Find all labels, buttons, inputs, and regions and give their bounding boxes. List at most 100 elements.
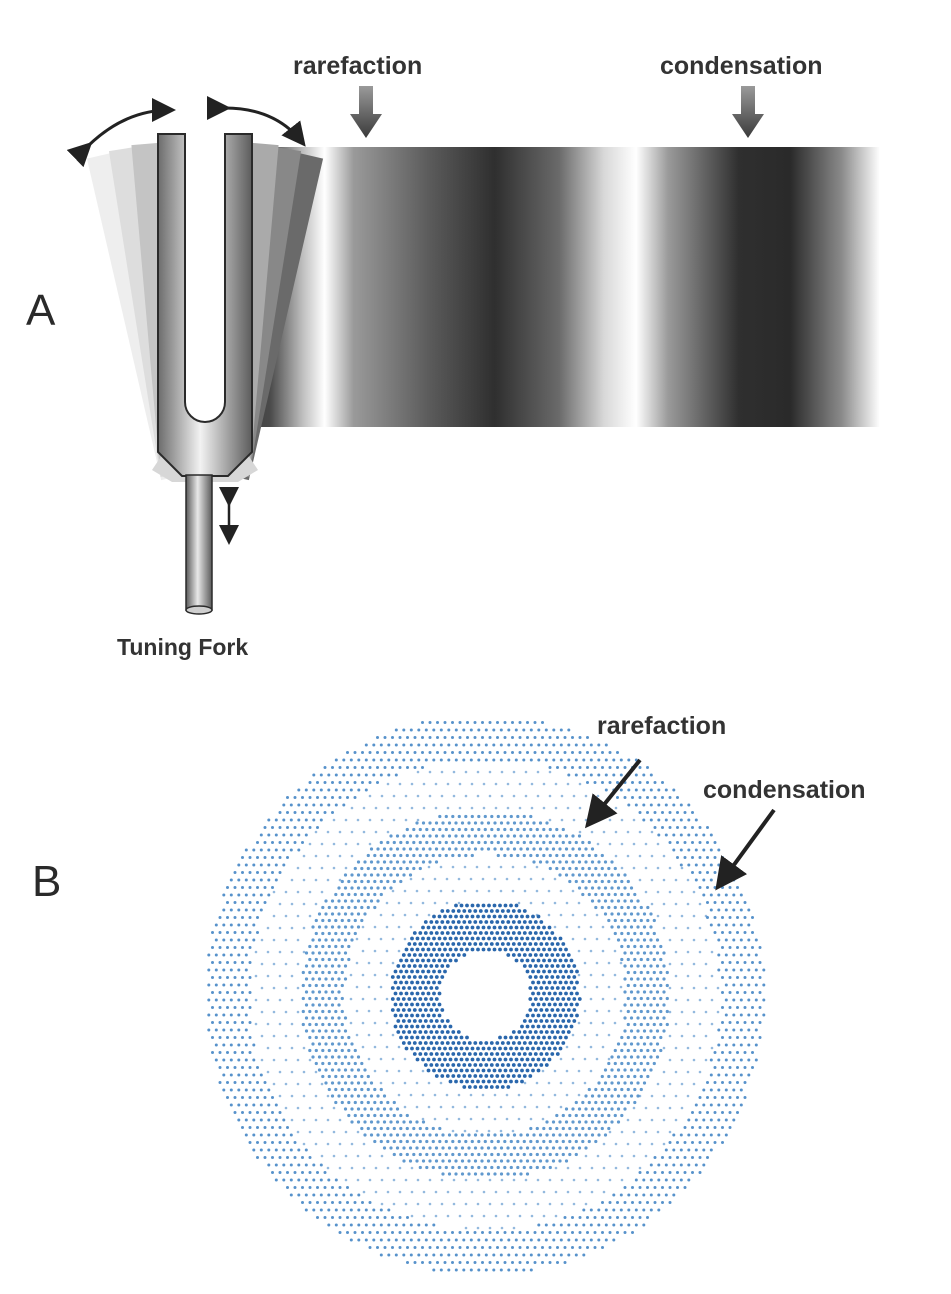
particle-dot <box>376 1094 380 1098</box>
particle-dot <box>535 827 539 832</box>
particle-dot <box>506 834 510 838</box>
particle-dot <box>321 983 325 988</box>
particle-dot <box>465 914 469 919</box>
particle-dot <box>522 1063 527 1067</box>
particle-dot <box>623 1231 627 1234</box>
particle-dot <box>739 1028 743 1032</box>
particle-dot <box>594 1100 598 1105</box>
particle-dot <box>499 1253 503 1257</box>
particle-dot <box>683 1141 687 1144</box>
particle-dot <box>431 840 435 845</box>
particle-dot <box>301 811 304 814</box>
particle-dot <box>531 1035 535 1040</box>
particle-dot <box>616 1107 621 1111</box>
particle-dot <box>451 1041 456 1045</box>
particle-dot <box>433 901 437 905</box>
particle-dot <box>597 773 601 777</box>
particle-dot <box>577 860 582 864</box>
particle-dot <box>542 1165 546 1170</box>
particle-dot <box>709 878 713 882</box>
particle-dot <box>237 1088 241 1092</box>
particle-dot <box>432 1035 436 1040</box>
particle-dot <box>355 985 359 989</box>
particle-dot <box>237 863 241 867</box>
particle-dot <box>321 905 325 910</box>
particle-dot <box>286 1141 289 1144</box>
particle-dot <box>343 1094 348 1098</box>
down-arrow-icon <box>350 86 382 138</box>
particle-dot <box>241 991 244 994</box>
particle-dot <box>509 947 513 952</box>
particle-dot <box>721 946 724 949</box>
particle-dot <box>324 1029 328 1033</box>
particle-dot <box>218 1021 222 1024</box>
particle-dot <box>408 1120 413 1124</box>
particle-dot <box>604 758 608 762</box>
particle-dot <box>321 944 325 949</box>
particle-dot <box>447 1238 451 1242</box>
particle-dot <box>451 1152 455 1157</box>
particle-dot <box>272 1082 276 1086</box>
particle-dot <box>429 1063 434 1067</box>
particle-dot <box>616 1055 621 1059</box>
particle-dot <box>517 1063 522 1067</box>
particle-dot <box>608 842 612 846</box>
particle-dot <box>451 942 456 946</box>
particle-dot <box>399 879 403 884</box>
particle-dot <box>467 834 471 838</box>
particle-dot <box>595 913 599 917</box>
particle-dot <box>561 827 565 832</box>
particle-dot <box>631 1186 634 1189</box>
particle-dot <box>547 947 552 952</box>
particle-dot <box>278 1126 282 1129</box>
particle-dot <box>552 1253 556 1257</box>
particle-dot <box>558 969 563 974</box>
particle-dot <box>626 970 630 975</box>
particle-dot <box>687 863 691 867</box>
particle-dot <box>256 1066 259 1069</box>
particle-dot <box>608 1130 612 1134</box>
particle-dot <box>439 1238 443 1242</box>
particle-dot <box>398 1190 402 1194</box>
particle-dot <box>467 847 471 851</box>
particle-dot <box>362 806 366 810</box>
particle-dot <box>709 833 713 837</box>
particle-dot <box>503 1079 508 1084</box>
particle-dot <box>724 1133 728 1137</box>
particle-dot <box>489 920 494 924</box>
particle-dot <box>535 840 539 845</box>
particle-dot <box>623 990 627 994</box>
particle-dot <box>483 1139 487 1144</box>
particle-dot <box>564 1013 568 1018</box>
particle-dot <box>676 841 679 844</box>
particle-dot <box>330 977 335 981</box>
particle-dot <box>379 879 383 884</box>
particle-dot <box>529 840 533 845</box>
particle-dot <box>317 964 322 968</box>
particle-dot <box>577 834 582 838</box>
particle-dot <box>536 1002 541 1007</box>
particle-dot <box>539 1063 544 1067</box>
particle-dot <box>423 975 428 979</box>
particle-dot <box>626 879 630 884</box>
particle-dot <box>706 1126 709 1129</box>
particle-dot <box>451 1052 456 1056</box>
particle-dot <box>691 826 694 829</box>
particle-dot <box>406 1246 409 1249</box>
particle-dot <box>226 901 229 904</box>
particle-dot <box>589 773 593 777</box>
particle-dot <box>391 766 394 769</box>
particle-dot <box>514 914 519 919</box>
particle-dot <box>337 899 341 903</box>
particle-dot <box>732 1028 736 1032</box>
particle-dot <box>616 1068 621 1072</box>
particle-dot <box>418 1139 422 1144</box>
particle-dot <box>327 1223 331 1227</box>
particle-dot <box>512 770 516 774</box>
particle-dot <box>716 986 720 990</box>
particle-dot <box>623 951 627 955</box>
particle-dot <box>302 950 306 954</box>
particle-dot <box>244 1028 248 1032</box>
particle-dot <box>522 743 526 747</box>
particle-dot <box>486 821 491 825</box>
